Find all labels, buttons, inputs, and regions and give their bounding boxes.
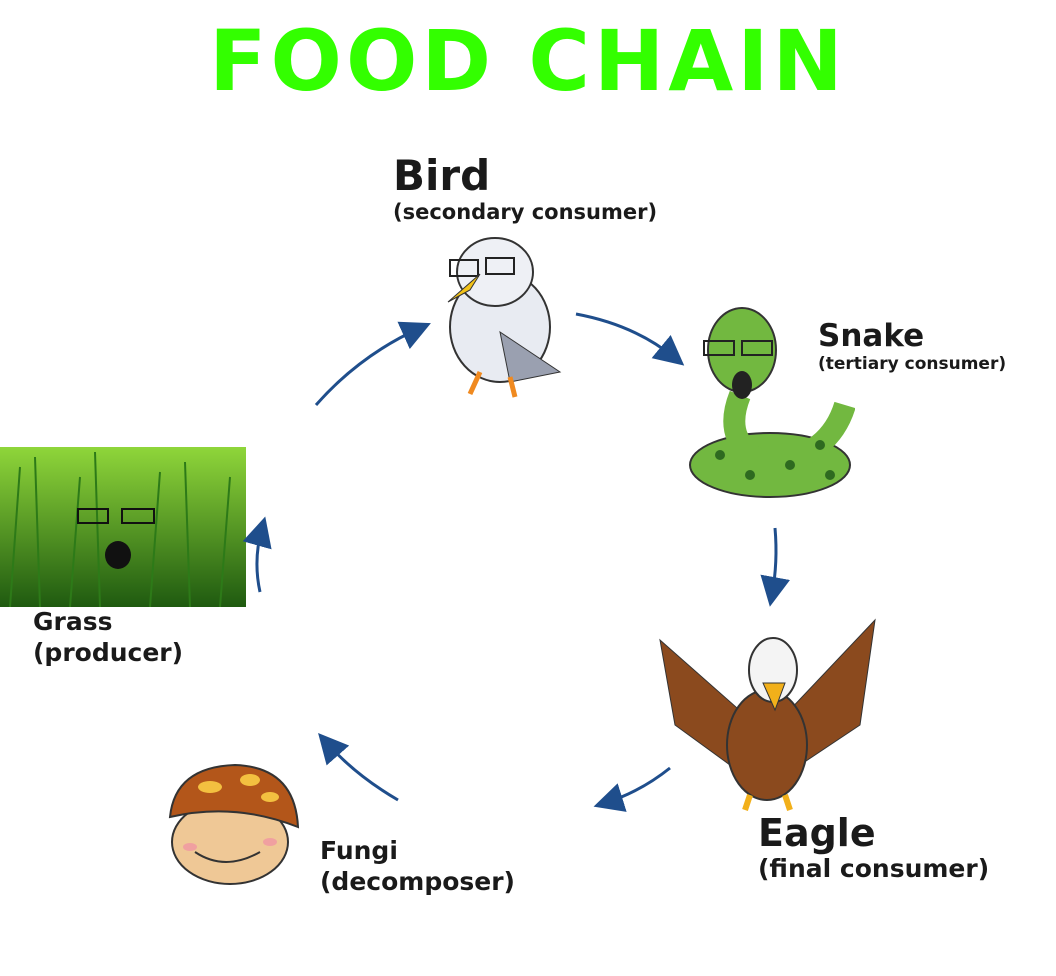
eagle-name: Eagle <box>758 811 876 855</box>
grass-name: Grass <box>33 607 113 636</box>
snake-role: (tertiary consumer) <box>818 354 1007 374</box>
grass-role: (producer) <box>33 638 184 667</box>
grass-image <box>0 447 246 607</box>
eagle-label: Eagle (final consumer) <box>758 812 989 883</box>
snake-image <box>689 307 855 498</box>
bird-image <box>447 237 562 398</box>
bird-label: Bird (secondary consumer) <box>393 151 658 225</box>
fungi-name: Fungi <box>320 836 398 865</box>
bird-name: Bird <box>393 151 491 200</box>
snake-name: Snake <box>818 318 925 354</box>
grass-label: Grass (producer) <box>33 606 183 667</box>
arrow-fungi-to-grass <box>318 732 399 802</box>
bird-role: (secondary consumer) <box>393 200 658 224</box>
eagle-role: (final consumer) <box>758 854 990 883</box>
arrow-snake-to-eagle <box>760 527 790 607</box>
diagram-title: FOOD CHAIN <box>209 12 847 110</box>
arrow-fungi-to-grass-2 <box>242 516 272 593</box>
eagle-image <box>659 618 876 811</box>
snake-label: Snake (tertiary consumer) <box>818 318 1006 374</box>
arrow-eagle-to-fungi <box>593 766 671 812</box>
fungi-image <box>168 763 300 885</box>
fungi-role: (decomposer) <box>320 867 515 896</box>
arrow-grass-to-bird <box>314 321 431 406</box>
arrow-bird-to-snake <box>575 312 685 366</box>
fungi-label: Fungi (decomposer) <box>320 835 515 896</box>
